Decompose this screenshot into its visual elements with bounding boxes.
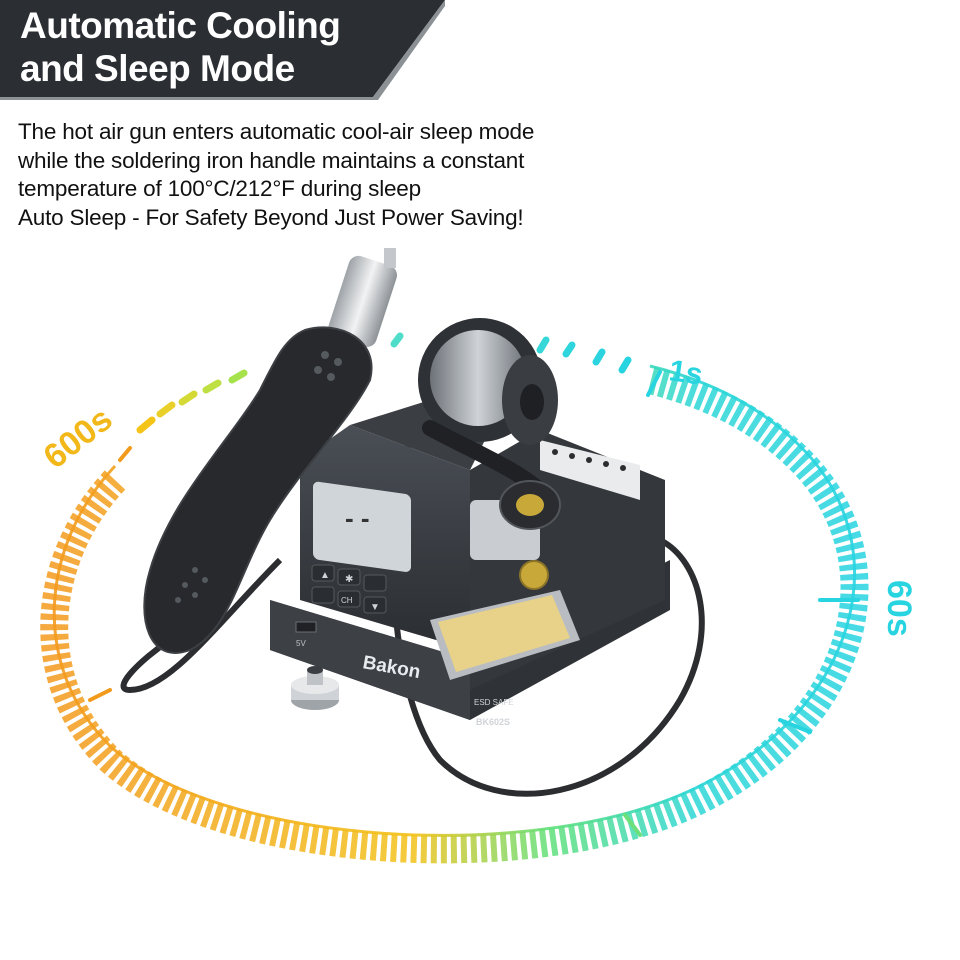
title-banner: Automatic Cooling and Sleep Mode: [0, 0, 445, 100]
key-star: ✱: [345, 574, 353, 585]
spare-nozzle: [291, 666, 339, 710]
dial-label-1s: 1s: [667, 354, 705, 391]
model-label: BK602S: [476, 717, 510, 727]
soldering-iron: [422, 420, 561, 530]
title-line-1: Automatic Cooling: [20, 5, 341, 46]
hot-air-gun: [143, 248, 398, 654]
title-line-2: and Sleep Mode: [20, 48, 295, 89]
usb-port: [295, 621, 317, 633]
solder-spool: [418, 318, 558, 445]
timer-dial: 1s 60s 600s: [37, 332, 918, 864]
description-text: The hot air gun enters automatic cool-ai…: [18, 118, 658, 232]
description-line-1: The hot air gun enters automatic cool-ai…: [18, 119, 535, 144]
description-line-3: temperature of 100°C/212°F during sleep: [18, 176, 421, 201]
key-up: ▲: [320, 570, 330, 581]
gun-cable: [120, 557, 283, 694]
esd-badge: ESD SAFE: [474, 698, 514, 707]
description-line-2: while the soldering iron handle maintain…: [18, 147, 525, 173]
key-ch: CH: [341, 596, 353, 605]
dial-label-60s: 60s: [880, 580, 918, 637]
usb-label: 5V: [296, 639, 306, 648]
key-down: ▼: [370, 602, 380, 613]
page-title: Automatic Cooling and Sleep Mode: [20, 4, 341, 90]
dial-label-600s: 600s: [37, 400, 120, 477]
banner-shape: [0, 0, 445, 100]
display-readout: - -: [345, 503, 370, 533]
description-line-4: Auto Sleep - For Safety Beyond Just Powe…: [18, 204, 524, 230]
